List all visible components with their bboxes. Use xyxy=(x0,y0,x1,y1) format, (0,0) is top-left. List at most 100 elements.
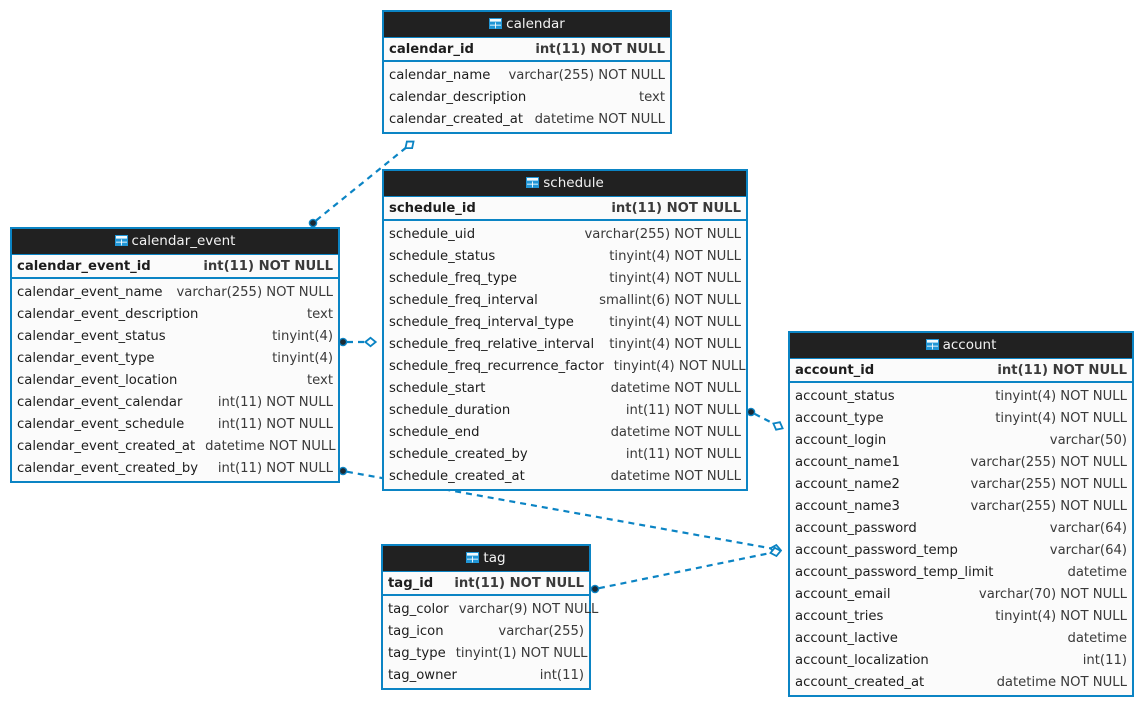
column-type: int(11) NOT NULL xyxy=(535,41,665,57)
column-row[interactable]: tag_type tinyint(1) NOT NULL xyxy=(383,642,589,664)
column-type: datetime NOT NULL xyxy=(205,438,336,454)
entity-title: calendar_event xyxy=(131,233,236,249)
column-name: tag_type xyxy=(388,645,446,661)
entity-header-calendar[interactable]: calendar xyxy=(384,12,670,38)
column-row[interactable]: calendar_event_created_at datetime NOT NU… xyxy=(12,435,338,457)
entity-header-schedule[interactable]: schedule xyxy=(384,171,746,197)
column-name: calendar_event_created_by xyxy=(17,460,199,476)
column-type: int(11) NOT NULL xyxy=(625,446,741,462)
column-type: varchar(50) xyxy=(1049,432,1127,448)
column-type: tinyint(1) NOT NULL xyxy=(455,645,588,661)
relationship-line xyxy=(754,412,777,426)
column-type: varchar(255) NOT NULL xyxy=(508,67,666,83)
column-name: tag_color xyxy=(388,601,449,617)
column-type: tinyint(4) NOT NULL xyxy=(609,270,741,286)
column-type: tinyint(4) NOT NULL xyxy=(613,358,746,374)
column-type: int(11) NOT NULL xyxy=(203,258,333,274)
column-type: text xyxy=(306,372,333,388)
column-name: schedule_freq_interval xyxy=(389,292,538,308)
column-type: varchar(255) NOT NULL xyxy=(970,476,1128,492)
column-type: int(11) xyxy=(1082,652,1127,668)
column-name: account_type xyxy=(795,410,884,426)
column-name: calendar_event_status xyxy=(17,328,166,344)
column-row[interactable]: calendar_event_location text xyxy=(12,369,338,391)
relationship-dot-marker xyxy=(746,407,756,417)
column-type: text xyxy=(638,89,665,105)
column-type: datetime xyxy=(1067,564,1127,580)
column-name: calendar_event_location xyxy=(17,372,178,388)
entity-title: account xyxy=(942,337,997,353)
column-name: schedule_created_at xyxy=(389,468,525,484)
column-name: tag_id xyxy=(388,575,434,591)
column-name: account_email xyxy=(795,586,891,602)
column-type: tinyint(4) xyxy=(272,328,333,344)
column-type: text xyxy=(306,306,333,322)
column-name: calendar_event_created_at xyxy=(17,438,196,454)
column-name: calendar_event_schedule xyxy=(17,416,185,432)
column-name: schedule_freq_recurrence_factor xyxy=(389,358,604,374)
table-icon xyxy=(466,547,480,563)
column-row[interactable]: schedule_freq_recurrence_factor tinyint(4… xyxy=(384,355,746,377)
entity-header-calendar_event[interactable]: calendar_event xyxy=(12,229,338,255)
entity-header-account[interactable]: account xyxy=(790,333,1132,359)
entity-header-tag[interactable]: tag xyxy=(383,546,589,572)
column-name: tag_icon xyxy=(388,623,444,639)
entity-title: calendar xyxy=(506,16,565,32)
column-name: calendar_event_name xyxy=(17,284,163,300)
column-name: account_password_temp xyxy=(795,542,958,558)
column-type: varchar(64) xyxy=(1049,520,1127,536)
column-row[interactable]: calendar_event_status tinyint(4) xyxy=(12,325,338,347)
